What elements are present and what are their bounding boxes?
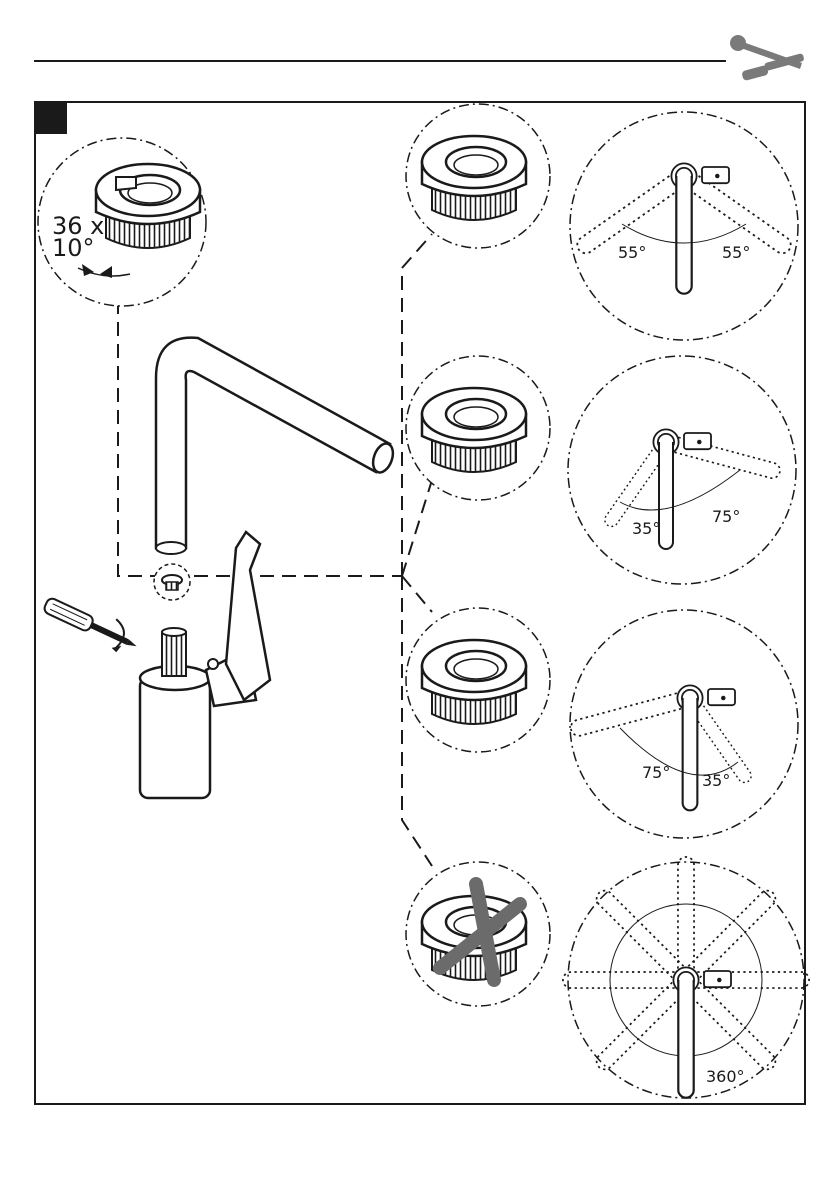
ring-variant-removed [406, 862, 550, 1006]
angle-right-label: 35° [702, 771, 730, 790]
angle-right-label: 55° [722, 243, 750, 262]
lever-range-360: 360° [563, 857, 809, 1098]
ring-variant-symmetric [406, 104, 550, 248]
ring-step-label: 10° [52, 234, 95, 262]
ring-variant-right-biased [406, 356, 550, 500]
wrench-screwdriver-icon [730, 35, 805, 81]
angle-full-label: 360° [706, 1067, 745, 1086]
step-badge [35, 102, 67, 134]
screwdriver-icon [40, 589, 143, 658]
angle-left-label: 35° [632, 519, 660, 538]
ring-detail-callout: 36 x 10° [38, 138, 206, 306]
faucet-illustration [140, 338, 397, 798]
lever-range-55-55: 55° 55° [570, 112, 798, 340]
angle-left-label: 55° [618, 243, 646, 262]
lever-range-75-35: 75° 35° [569, 610, 798, 838]
ring-variant-left-biased [406, 608, 550, 752]
lever-range-35-75: 35° 75° [568, 356, 796, 584]
angle-left-label: 75° [642, 763, 670, 782]
angle-right-label: 75° [712, 507, 740, 526]
